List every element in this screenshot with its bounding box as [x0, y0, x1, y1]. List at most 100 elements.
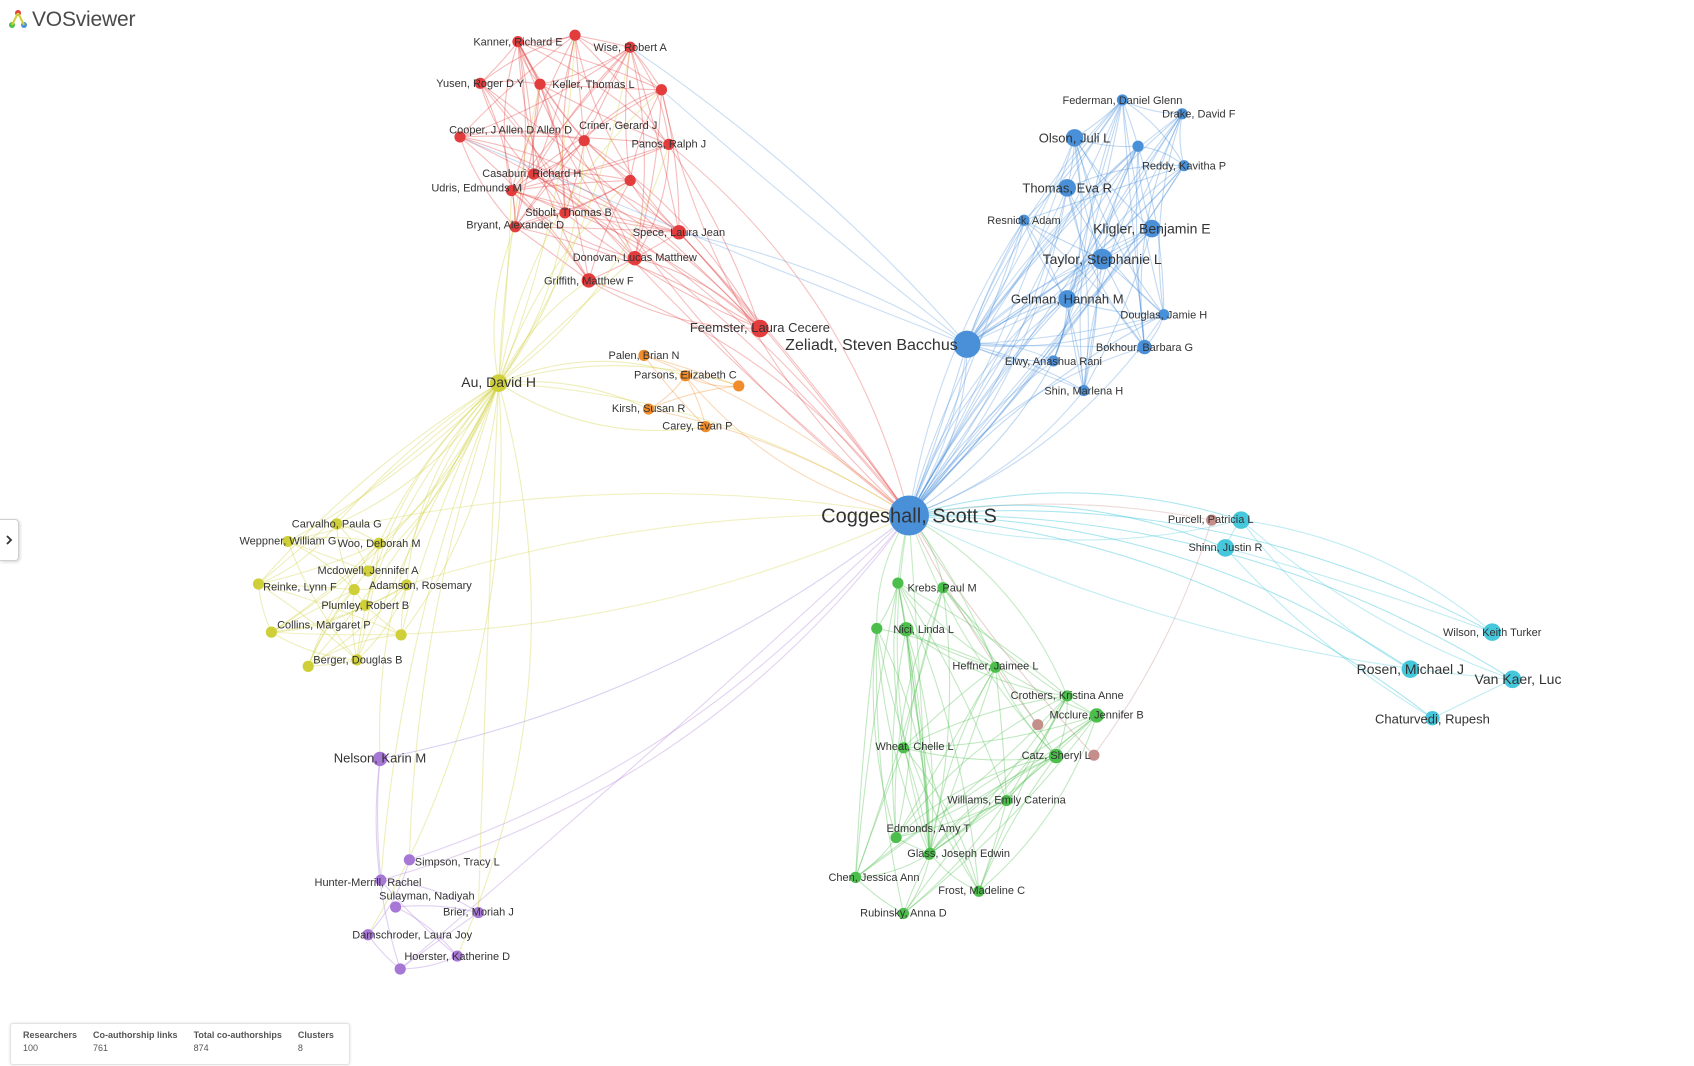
researcher-node[interactable]: [1132, 140, 1144, 152]
researcher-node[interactable]: [1000, 794, 1013, 807]
researcher-node[interactable]: [1483, 623, 1502, 641]
co-authorship-link: [902, 853, 930, 914]
researcher-node[interactable]: [1401, 660, 1420, 678]
researcher-node[interactable]: [282, 535, 294, 548]
researcher-node[interactable]: [1232, 511, 1250, 529]
researcher-node[interactable]: [559, 207, 571, 219]
researcher-node[interactable]: [1116, 94, 1128, 106]
researcher-node[interactable]: [362, 929, 374, 941]
researcher-node[interactable]: [348, 583, 360, 596]
researcher-node[interactable]: [265, 626, 277, 638]
researcher-node[interactable]: [489, 374, 508, 392]
researcher-node[interactable]: [509, 221, 521, 233]
researcher-node[interactable]: [395, 629, 407, 641]
researcher-node[interactable]: [1061, 690, 1073, 702]
researcher-node[interactable]: [375, 874, 387, 886]
researcher-node[interactable]: [1176, 108, 1188, 120]
researcher-node[interactable]: [1032, 719, 1044, 731]
researcher-node[interactable]: [751, 319, 769, 338]
researcher-node[interactable]: [1078, 384, 1090, 397]
researcher-node[interactable]: [1143, 219, 1161, 238]
researcher-node[interactable]: [331, 518, 343, 530]
researcher-node[interactable]: [1088, 749, 1100, 761]
researcher-node[interactable]: [850, 871, 862, 883]
researcher-node[interactable]: [1503, 670, 1522, 689]
researcher-node[interactable]: [953, 330, 981, 358]
co-authorship-link: [498, 382, 706, 432]
researcher-node[interactable]: [1048, 748, 1064, 764]
co-authorship-link: [271, 584, 407, 633]
researcher-node[interactable]: [638, 349, 650, 361]
researcher-node[interactable]: [1216, 539, 1235, 557]
researcher-node[interactable]: [569, 29, 581, 41]
researcher-node[interactable]: [937, 582, 949, 594]
researcher-node[interactable]: [454, 131, 466, 143]
researcher-node[interactable]: [1089, 708, 1104, 723]
researcher-label: Drake, David F: [1162, 109, 1236, 121]
co-authorship-link: [406, 382, 500, 585]
co-authorship-link: [897, 582, 1007, 801]
researcher-node[interactable]: [534, 78, 546, 90]
researcher-node[interactable]: [671, 225, 687, 240]
researcher-node[interactable]: [390, 901, 402, 913]
researcher-node[interactable]: [989, 661, 1002, 673]
researcher-node[interactable]: [700, 421, 712, 433]
researcher-node[interactable]: [624, 41, 636, 53]
researcher-node[interactable]: [581, 273, 596, 288]
researcher-node[interactable]: [359, 599, 371, 611]
researcher-node[interactable]: [888, 495, 929, 536]
researcher-node[interactable]: [373, 537, 385, 549]
researcher-node[interactable]: [1206, 514, 1218, 526]
researcher-node[interactable]: [578, 135, 590, 147]
researcher-node[interactable]: [899, 622, 914, 637]
researcher-node[interactable]: [372, 751, 388, 767]
researcher-node[interactable]: [474, 77, 486, 89]
researcher-node[interactable]: [733, 380, 745, 392]
co-authorship-link: [908, 187, 1068, 516]
co-authorship-link: [928, 755, 1057, 855]
researcher-node[interactable]: [897, 907, 910, 920]
co-authorship-link: [409, 515, 910, 861]
researcher-node[interactable]: [401, 579, 413, 591]
researcher-node[interactable]: [1047, 355, 1059, 367]
researcher-node[interactable]: [1091, 248, 1113, 270]
researcher-node[interactable]: [1137, 339, 1152, 355]
researcher-node[interactable]: [643, 403, 655, 415]
researcher-node[interactable]: [890, 831, 902, 844]
researcher-node[interactable]: [252, 578, 265, 590]
researcher-node[interactable]: [973, 885, 985, 897]
researcher-node[interactable]: [679, 370, 692, 382]
researcher-node[interactable]: [472, 906, 484, 919]
researcher-node[interactable]: [528, 168, 540, 180]
researcher-node[interactable]: [512, 36, 524, 48]
researcher-nodes[interactable]: [252, 29, 1522, 975]
researcher-node[interactable]: [924, 847, 936, 859]
researcher-node[interactable]: [1178, 160, 1190, 172]
researcher-label: Cooper, J Allen D Allen D: [449, 124, 572, 136]
researcher-node[interactable]: [1058, 290, 1076, 308]
side-panel-toggle-button[interactable]: [0, 519, 19, 561]
researcher-node[interactable]: [627, 251, 642, 266]
researcher-node[interactable]: [1058, 179, 1076, 197]
researcher-node[interactable]: [1065, 129, 1084, 147]
researcher-node[interactable]: [394, 963, 406, 975]
researcher-node[interactable]: [351, 654, 363, 666]
researcher-node[interactable]: [505, 185, 518, 197]
researcher-node[interactable]: [624, 174, 636, 187]
researcher-node[interactable]: [871, 622, 883, 635]
researcher-node[interactable]: [897, 742, 910, 754]
researcher-node[interactable]: [892, 577, 904, 589]
researcher-node[interactable]: [1425, 710, 1440, 726]
researcher-node[interactable]: [302, 660, 314, 672]
co-authorship-link: [517, 41, 585, 142]
co-authorship-link: [903, 695, 1068, 749]
researcher-node[interactable]: [362, 565, 374, 577]
researcher-node[interactable]: [663, 138, 675, 150]
researcher-node[interactable]: [1018, 214, 1030, 226]
researcher-node[interactable]: [1158, 309, 1170, 321]
co-authorship-link: [514, 46, 631, 228]
researcher-node[interactable]: [451, 950, 463, 962]
researcher-node[interactable]: [403, 854, 415, 866]
researcher-node[interactable]: [655, 84, 668, 96]
